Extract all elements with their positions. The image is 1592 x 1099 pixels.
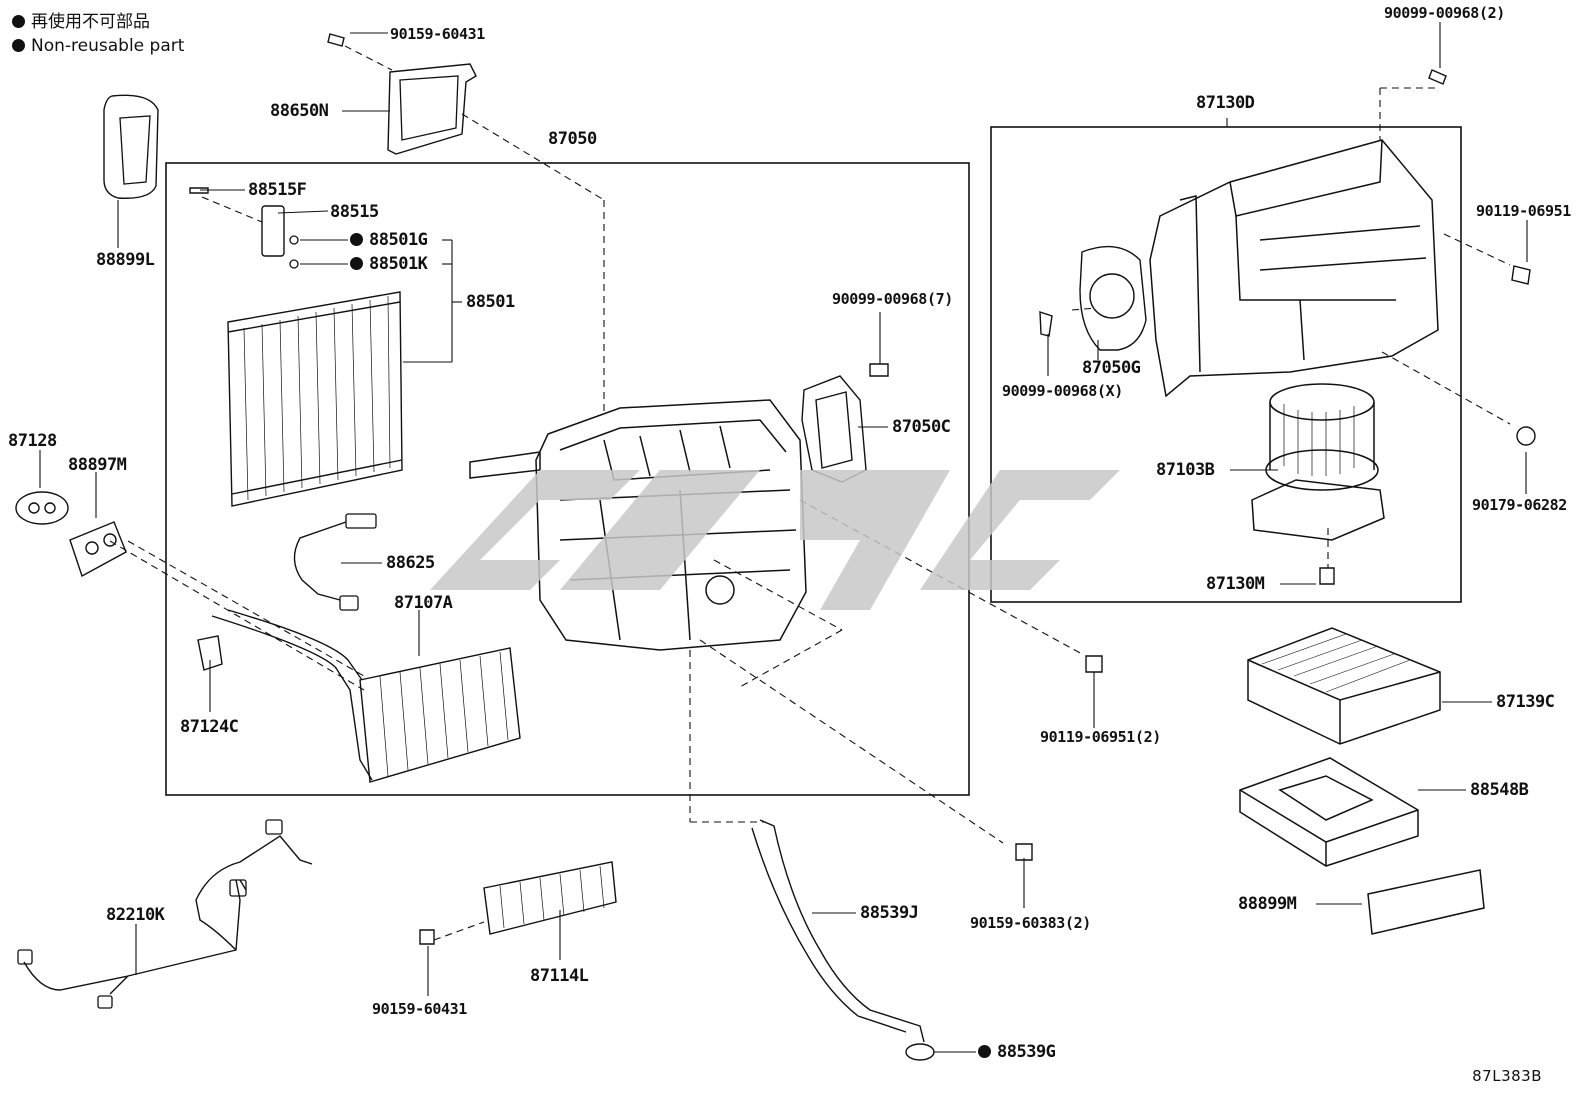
part-87103B — [1251, 383, 1385, 541]
legend-line-en: Non-reusable part — [12, 36, 184, 56]
unit-87130D-box — [990, 126, 1462, 603]
part-87130D-case — [1149, 139, 1439, 398]
part-88899L — [103, 94, 159, 199]
non-reusable-dot-icon — [350, 257, 363, 270]
label-88515[interactable]: 88515 — [330, 202, 379, 222]
label-87130M[interactable]: 87130M — [1206, 574, 1265, 594]
legend-line-jp: 再使用不可部品 — [12, 12, 150, 32]
part-87114L — [483, 861, 617, 935]
label-88501[interactable]: 88501 — [466, 292, 515, 312]
label-88515F[interactable]: 88515F — [248, 180, 307, 200]
part-88625 — [293, 521, 347, 601]
label-87107A[interactable]: 87107A — [394, 593, 453, 613]
part-87050G — [1079, 245, 1147, 351]
label-90179-06282[interactable]: 90179-06282 — [1472, 496, 1567, 514]
part-88548B — [1239, 757, 1419, 867]
unit-87050-box — [165, 162, 970, 796]
part-88539G-shape — [905, 1043, 935, 1061]
non-reusable-dot-icon — [350, 233, 363, 246]
label-90099-00968-2[interactable]: 90099-00968(2) — [1384, 4, 1505, 22]
watermark — [430, 470, 1120, 610]
label-87124C[interactable]: 87124C — [180, 717, 239, 737]
label-87130D[interactable]: 87130D — [1196, 93, 1255, 113]
label-87050[interactable]: 87050 — [548, 129, 597, 149]
non-reusable-dot-icon — [978, 1045, 991, 1058]
non-reusable-dot-icon — [12, 15, 25, 28]
part-87139C — [1247, 627, 1441, 745]
label-88539G[interactable]: 88539G — [978, 1043, 1056, 1061]
part-82210K — [23, 835, 313, 995]
diagram-reference-code: 87L383B — [1472, 1067, 1542, 1085]
label-88501K[interactable]: 88501K — [350, 255, 428, 273]
label-90099-00968-7[interactable]: 90099-00968(7) — [832, 290, 953, 308]
label-87128[interactable]: 87128 — [8, 431, 57, 451]
label-87103B[interactable]: 87103B — [1156, 460, 1215, 480]
label-90119-06951-2[interactable]: 90119-06951(2) — [1040, 728, 1161, 746]
part-87128 — [15, 491, 69, 525]
label-90159-60383-2[interactable]: 90159-60383(2) — [970, 914, 1091, 932]
label-90159-60431-top[interactable]: 90159-60431 — [390, 25, 485, 43]
label-82210K[interactable]: 82210K — [106, 905, 165, 925]
label-88899M[interactable]: 88899M — [1238, 894, 1297, 914]
label-90099-00968-X[interactable]: 90099-00968(X) — [1002, 382, 1123, 400]
part-88899M — [1367, 869, 1485, 935]
part-87124C — [197, 635, 223, 671]
label-88897M[interactable]: 88897M — [68, 455, 127, 475]
non-reusable-dot-icon — [12, 39, 25, 52]
label-87050C[interactable]: 87050C — [892, 417, 951, 437]
label-88539J[interactable]: 88539J — [860, 903, 919, 923]
label-88625[interactable]: 88625 — [386, 553, 435, 573]
part-88539J — [751, 819, 925, 1043]
part-88650N — [387, 63, 477, 155]
label-88501G[interactable]: 88501G — [350, 231, 428, 249]
label-88548B[interactable]: 88548B — [1470, 780, 1529, 800]
label-87139C[interactable]: 87139C — [1496, 692, 1555, 712]
label-87050G[interactable]: 87050G — [1082, 358, 1141, 378]
label-87114L[interactable]: 87114L — [530, 966, 589, 986]
part-87050C — [801, 375, 867, 483]
part-87107A — [211, 609, 521, 783]
label-90119-06951[interactable]: 90119-06951 — [1476, 202, 1571, 220]
label-88650N[interactable]: 88650N — [270, 101, 329, 121]
label-90159-60431-bottom[interactable]: 90159-60431 — [372, 1000, 467, 1018]
part-88501 — [227, 291, 403, 507]
part-88897M — [69, 521, 127, 578]
label-88899L[interactable]: 88899L — [96, 250, 155, 270]
